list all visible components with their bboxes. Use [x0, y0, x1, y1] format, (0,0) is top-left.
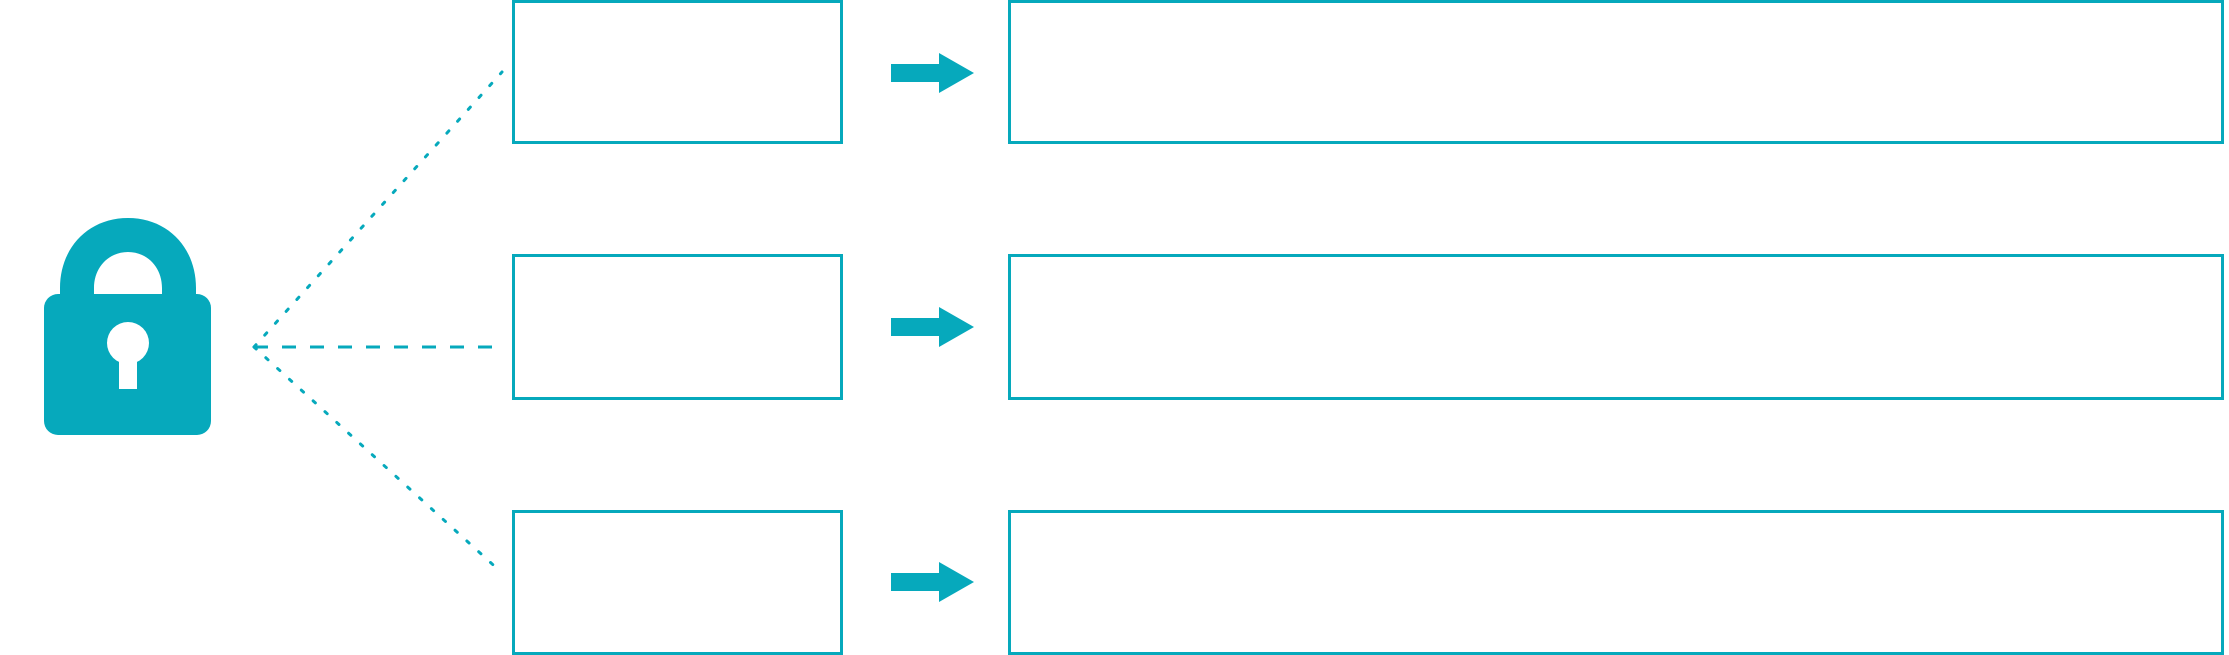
arrow-right-icon — [891, 307, 974, 347]
outcome-box-2[interactable] — [1008, 254, 2224, 400]
diagram-row — [0, 0, 2229, 144]
lock-shackle — [60, 218, 196, 315]
stage-box-2[interactable] — [512, 254, 843, 400]
outcome-box-1[interactable] — [1008, 0, 2224, 144]
lock-icon — [44, 218, 211, 435]
stage-box-3[interactable] — [512, 510, 843, 655]
arrow-right-icon — [891, 53, 974, 93]
diagram-row — [0, 254, 2229, 400]
stage-box-1[interactable] — [512, 0, 843, 144]
outcome-box-3[interactable] — [1008, 510, 2224, 655]
arrow-right-icon — [891, 562, 974, 602]
lock-keyhole-stem — [119, 343, 137, 389]
diagram-row — [0, 510, 2229, 655]
